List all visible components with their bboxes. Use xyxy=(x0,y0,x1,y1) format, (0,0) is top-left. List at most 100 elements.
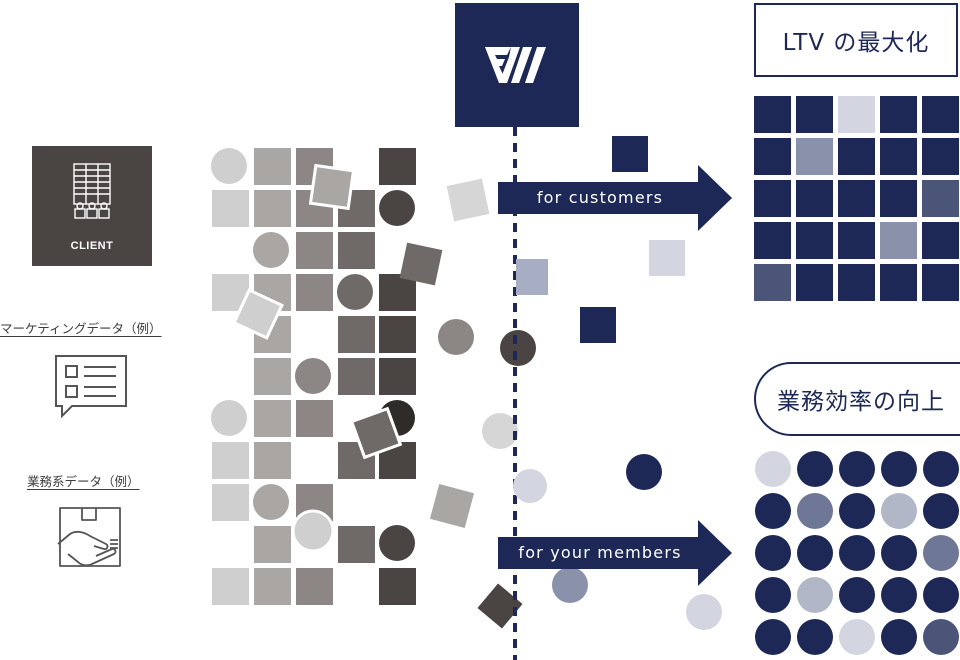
ltv-cell xyxy=(880,222,917,259)
ltv-outcome-box: LTV の最大化 xyxy=(754,3,958,77)
efficiency-cell xyxy=(839,493,875,529)
ltv-cell xyxy=(754,264,791,301)
ltv-cell xyxy=(880,96,917,133)
efficiency-outcome-label: 業務効率の向上 xyxy=(777,389,945,415)
data-square xyxy=(296,274,333,311)
dashed-divider xyxy=(513,127,517,660)
efficiency-cell xyxy=(839,535,875,571)
arrow-for-customers: for customers xyxy=(498,165,732,231)
efficiency-cell xyxy=(881,451,917,487)
ltv-cell xyxy=(880,138,917,175)
client-label: CLIENT xyxy=(70,240,114,252)
data-square xyxy=(254,358,291,395)
floating-square xyxy=(308,163,356,211)
ltv-cell xyxy=(838,180,875,217)
data-square xyxy=(254,190,291,227)
efficiency-cell xyxy=(881,493,917,529)
efficiency-cell xyxy=(797,451,833,487)
efficiency-outcome-box: 業務効率の向上 xyxy=(754,362,960,436)
data-square xyxy=(212,190,249,227)
marketing-data-label: マーケティングデータ（例） xyxy=(0,321,162,336)
data-square xyxy=(212,484,249,521)
efficiency-cell xyxy=(923,451,959,487)
efficiency-cell xyxy=(881,577,917,613)
output-square xyxy=(649,240,685,276)
ltv-cell xyxy=(754,180,791,217)
ltv-cell xyxy=(754,138,791,175)
output-circle xyxy=(552,567,588,603)
efficiency-cell xyxy=(755,577,791,613)
efficiency-cell xyxy=(923,493,959,529)
data-square xyxy=(254,148,291,185)
ltv-cell xyxy=(922,180,959,217)
data-circle xyxy=(379,190,415,226)
data-square xyxy=(212,568,249,605)
data-square xyxy=(296,568,333,605)
efficiency-cell xyxy=(755,619,791,655)
ltv-cell xyxy=(754,96,791,133)
efficiency-cell xyxy=(755,493,791,529)
ltv-cell xyxy=(922,96,959,133)
ltv-cell xyxy=(838,222,875,259)
ltv-outcome-label: LTV の最大化 xyxy=(782,30,930,56)
data-square xyxy=(379,568,416,605)
efficiency-cell xyxy=(797,493,833,529)
ltv-cell xyxy=(880,180,917,217)
efficiency-cell xyxy=(755,451,791,487)
ltv-cell xyxy=(922,264,959,301)
floating-square xyxy=(429,483,475,529)
efficiency-cell xyxy=(839,577,875,613)
ltv-cell xyxy=(796,222,833,259)
ltv-cell xyxy=(754,222,791,259)
ltv-cell xyxy=(922,138,959,175)
data-square xyxy=(379,148,416,185)
ltv-cell xyxy=(880,264,917,301)
efficiency-cell xyxy=(881,619,917,655)
floating-square xyxy=(399,242,443,286)
data-circle xyxy=(253,484,289,520)
data-square xyxy=(379,358,416,395)
efficiency-cell xyxy=(797,619,833,655)
ltv-cell xyxy=(796,138,833,175)
data-square xyxy=(338,358,375,395)
data-square xyxy=(212,442,249,479)
data-circle xyxy=(211,148,247,184)
floating-circle xyxy=(500,330,536,366)
arrow-for-members: for your members xyxy=(498,520,732,586)
data-circle xyxy=(379,525,415,561)
ltv-cell xyxy=(796,96,833,133)
data-square xyxy=(254,568,291,605)
arrow-customers-label: for customers xyxy=(536,188,664,207)
efficiency-cell xyxy=(923,619,959,655)
efficiency-cell xyxy=(797,577,833,613)
data-square xyxy=(338,232,375,269)
data-square xyxy=(338,316,375,353)
output-square xyxy=(612,136,648,172)
data-circle xyxy=(337,274,373,310)
ltv-cell xyxy=(796,264,833,301)
data-square xyxy=(254,442,291,479)
floating-square xyxy=(477,583,523,629)
data-square xyxy=(254,526,291,563)
floating-square xyxy=(446,178,490,222)
business-data-label: 業務系データ（例） xyxy=(27,474,140,489)
efficiency-cell xyxy=(923,577,959,613)
document-list-icon xyxy=(55,355,127,418)
output-circle xyxy=(686,594,722,630)
arrow-members-label: for your members xyxy=(518,543,682,562)
data-square xyxy=(379,274,416,311)
efficiency-cell xyxy=(923,535,959,571)
client-card: CLIENT xyxy=(32,146,152,266)
ltv-cell xyxy=(796,180,833,217)
efficiency-cell xyxy=(797,535,833,571)
output-square xyxy=(516,259,548,295)
logo-mark-icon xyxy=(485,47,546,83)
data-square xyxy=(296,232,333,269)
data-circle xyxy=(253,232,289,268)
ltv-grid xyxy=(754,96,959,301)
output-square xyxy=(580,307,616,343)
package-hand-icon xyxy=(57,507,121,567)
data-circle xyxy=(295,358,331,394)
